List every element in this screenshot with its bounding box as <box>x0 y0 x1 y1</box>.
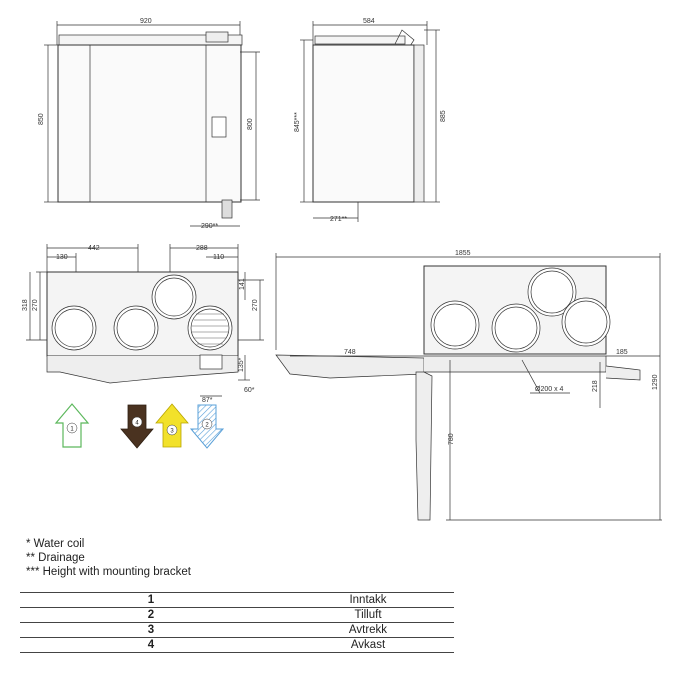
dim-front-height: 850 <box>38 113 45 125</box>
arrow-4-label: 4 <box>135 421 139 427</box>
dim-110: 110 <box>213 254 224 261</box>
dim-318: 318 <box>22 299 29 311</box>
legend-row: 3 Avtrekk <box>20 622 454 638</box>
legend-row: 1 Inntakk <box>20 592 454 608</box>
install-view <box>275 253 662 521</box>
dim-side-drain: 271** <box>330 216 347 223</box>
legend-label: Tilluft <box>282 607 454 623</box>
dim-780: 780 <box>448 433 455 445</box>
arrow-2-label: 2 <box>205 423 209 429</box>
legend-num: 2 <box>20 607 282 623</box>
dim-1855: 1855 <box>455 250 471 257</box>
dim-side-bracket-height: 845*** <box>294 112 301 132</box>
dim-front-inner-height: 800 <box>247 118 254 130</box>
dim-side-height: 885 <box>440 110 447 122</box>
dim-270-left: 270 <box>32 299 39 311</box>
notes: * Water coil ** Drainage *** Height with… <box>26 537 191 579</box>
legend-label: Avkast <box>282 637 454 653</box>
dim-front-drain: 290** <box>201 223 218 230</box>
dim-1290: 1290 <box>652 374 659 390</box>
technical-drawing: 920 850 800 290** 584 845*** 885 271** 4… <box>22 18 662 521</box>
note-mounting-bracket: *** Height with mounting bracket <box>26 566 191 578</box>
dim-288: 288 <box>196 245 208 252</box>
arrow-2: 2 <box>189 404 225 449</box>
dim-side-width: 584 <box>363 18 375 25</box>
legend-row: 4 Avkast <box>20 637 454 653</box>
legend-row: 2 Tilluft <box>20 607 454 623</box>
arrow-4: 4 <box>120 404 154 449</box>
dim-duct: Ø200 x 4 <box>535 386 564 393</box>
legend-num: 4 <box>20 637 282 653</box>
note-drainage: ** Drainage <box>26 552 85 564</box>
legend-label: Inntakk <box>282 592 454 608</box>
side-view <box>300 21 440 222</box>
note-water-coil: * Water coil <box>26 538 85 550</box>
arrow-3: 3 <box>155 403 189 448</box>
front-view <box>44 21 260 227</box>
dim-front-width: 920 <box>140 18 152 25</box>
dim-130: 130 <box>56 254 68 261</box>
dim-135: 135* <box>238 357 245 372</box>
dim-87: 87* <box>202 397 213 404</box>
legend-table: 1 Inntakk 2 Tilluft 3 Avtrekk 4 Avkast <box>20 592 454 653</box>
legend-label: Avtrekk <box>282 622 454 638</box>
dim-185: 185 <box>616 349 628 356</box>
dim-141: 141 <box>239 278 246 290</box>
legend-num: 3 <box>20 622 282 638</box>
arrow-1-label: 1 <box>70 427 74 433</box>
dim-218: 218 <box>592 380 599 392</box>
top-view <box>26 244 264 397</box>
arrow-3-label: 3 <box>170 429 174 435</box>
legend-num: 1 <box>20 592 282 608</box>
dim-60: 60* <box>244 387 255 394</box>
dim-270-right: 270 <box>252 299 259 311</box>
dim-748: 748 <box>344 349 356 356</box>
arrow-1: 1 <box>54 403 90 448</box>
dim-442: 442 <box>88 245 100 252</box>
